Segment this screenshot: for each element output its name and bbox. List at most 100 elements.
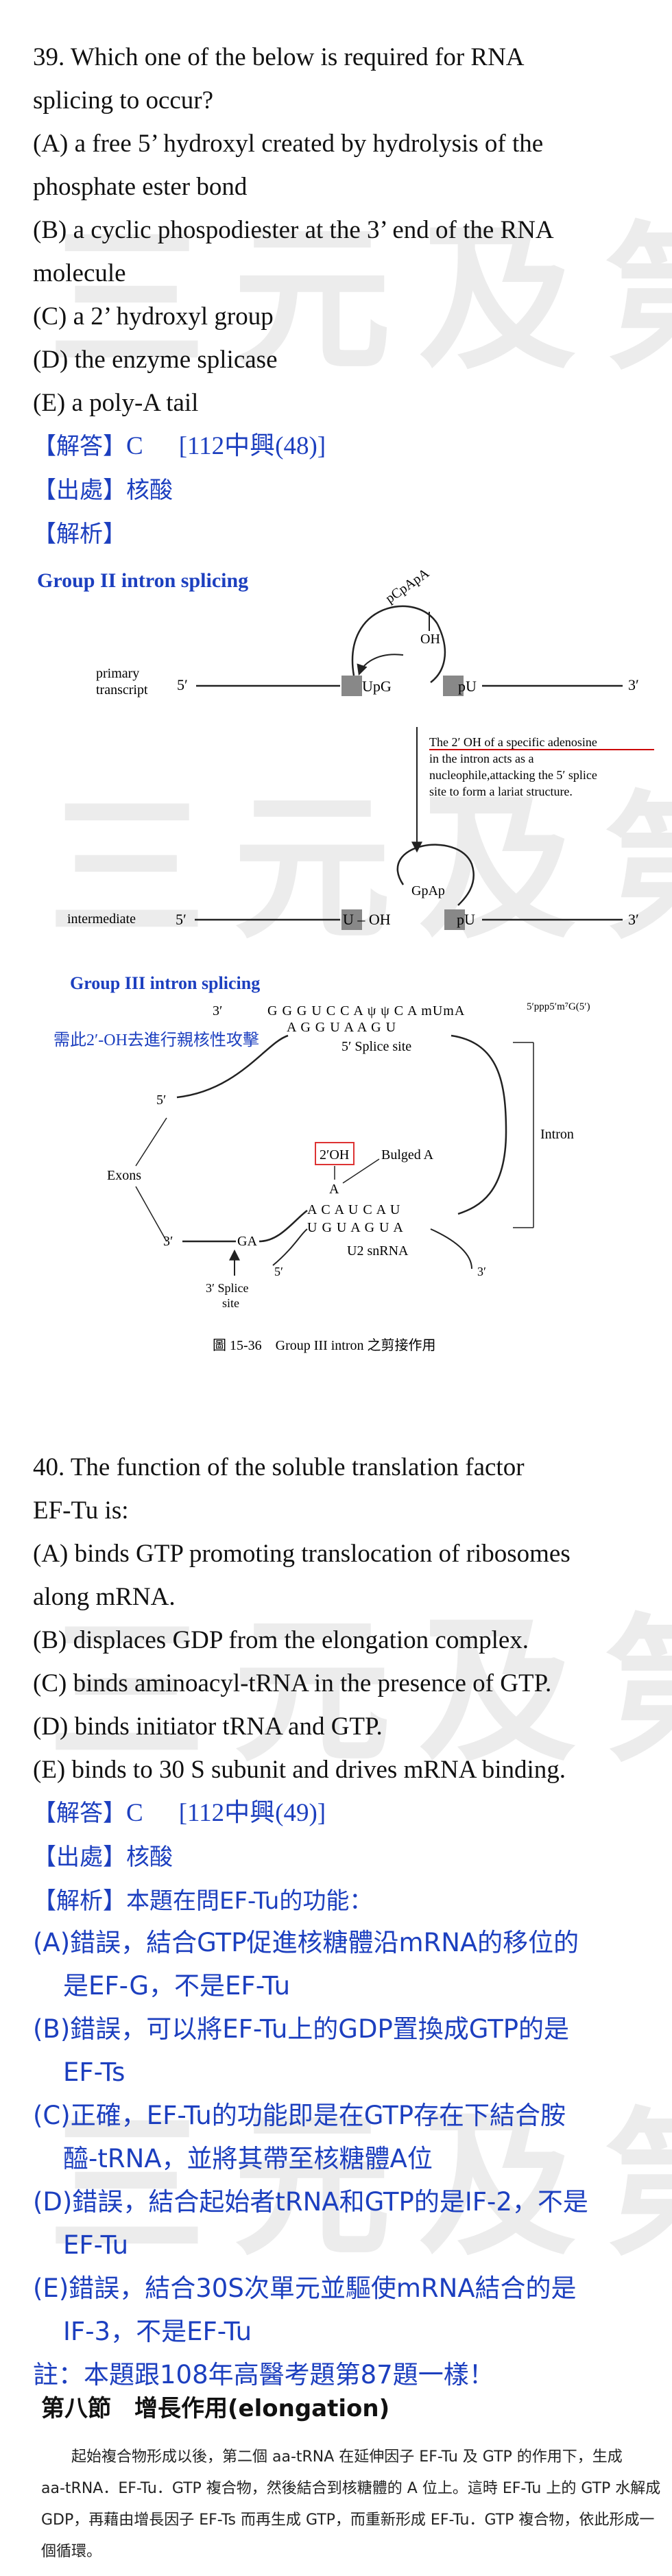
pu-label: pU: [458, 678, 477, 695]
figure-caption: 圖 15-36 Group III intron 之剪接作用: [213, 1337, 436, 1353]
acau-sequence: A C A U C A U: [307, 1202, 400, 1217]
group3-title: Group III intron splicing: [70, 973, 260, 993]
para-line: 起始複合物形成以後，第二個 aa-tRNA 在延伸因子 EF-Tu 及 GTP …: [41, 2448, 623, 2466]
primary-label: primary: [96, 666, 139, 681]
exons-label: Exons: [107, 1168, 141, 1183]
explain-line: IF-3，不是EF-Tu: [63, 2317, 252, 2346]
explain-intro: 本題在問EF-Tu的功能：: [126, 1887, 373, 1915]
explanation-40: (A)錯誤，結合GTP促進核糖體沿mRNA的移位的 是EF-G，不是EF-Tu …: [33, 1921, 664, 2396]
question-line: along mRNA.: [33, 1583, 176, 1611]
intron-splicing-figure: Group II intron splicing primary transcr…: [37, 565, 654, 1353]
question-line: (C) binds aminoacyl-tRNA in the presence…: [33, 1669, 552, 1697]
explain-line: (C)正確，EF-Tu的功能即是在GTP存在下結合胺: [33, 2101, 566, 2130]
answer-source: [112中興(48)]: [178, 432, 326, 460]
explain-note: 註：本題跟108年高醫考題第87題一樣！: [33, 2360, 494, 2389]
three-prime-label: 3′: [213, 1003, 222, 1018]
question-line: (A) binds GTP promoting translocation of…: [33, 1540, 571, 1568]
five-prime-label: 5′: [177, 676, 188, 693]
watermark: 三元及第: [48, 2095, 672, 2278]
explain-line: (D)錯誤，結合起始者tRNA和GTP的是IF-2，不是: [33, 2187, 588, 2217]
pair-sequence: A G G U A A G U: [287, 1020, 396, 1035]
explain-label: 【解析】: [33, 1887, 126, 1915]
intermediate-label: intermediate: [67, 911, 136, 927]
answer-label: 【解答】: [33, 1800, 126, 1827]
three-splice-label: 3′ Splice: [206, 1281, 248, 1295]
question-line: 40. The function of the soluble translat…: [33, 1453, 525, 1481]
pu-label: pU: [457, 911, 475, 928]
question-line: phosphate ester bond: [33, 173, 248, 201]
five-prime-label: 5′: [176, 911, 187, 928]
answer-source: [112中興(49)]: [178, 1799, 326, 1827]
note-line: The 2′ OH of a specific adenosine: [429, 735, 597, 749]
note-line: in the intron acts as a: [429, 752, 533, 765]
para-line: aa-tRNA．EF-Tu．GTP 複合物，然後結合到核糖體的 A 位上。這時 …: [41, 2480, 661, 2497]
gpap-label: GpAp: [411, 883, 445, 898]
question-line: splicing to occur?: [33, 86, 214, 115]
answer-value: C: [126, 1799, 143, 1827]
question-line: (C) a 2’ hydroxyl group: [33, 302, 274, 331]
note-line: site to form a lariat structure.: [429, 785, 573, 798]
cap-label: 5′ppp5′m⁷G(5′): [527, 1001, 590, 1012]
explain-line: (E)錯誤，結合30S次單元並驅使mRNA結合的是: [33, 2274, 577, 2303]
u1-sequence: G G G U C C A ψ ψ C A mUmA: [267, 1003, 465, 1018]
intron-label: Intron: [540, 1127, 574, 1142]
explain-line: EF-Ts: [63, 2058, 125, 2087]
question-line: (D) the enzyme splicase: [33, 346, 278, 374]
question-39: 39. Which one of the below is required f…: [33, 36, 650, 425]
explain-line: 醯-tRNA，並將其帶至核糖體A位: [63, 2144, 433, 2173]
u2-label: U2 snRNA: [347, 1243, 409, 1259]
explain-line: 是EF-G，不是EF-Tu: [63, 1971, 291, 2001]
answer-block-39: 【解答】C [112中興(48)] 【出處】核酸 【解析】: [33, 425, 326, 556]
question-line: (E) a poly-A tail: [33, 389, 199, 417]
annotation: 需此2′-OH去進行親核性攻擊: [53, 1031, 259, 1049]
question-40: 40. The function of the soluble translat…: [33, 1446, 650, 1791]
source-value: 核酸: [126, 1844, 173, 1871]
bulged-a-label: Bulged A: [381, 1147, 434, 1162]
cpapa-label: pCpApA: [383, 565, 432, 606]
question-line: (E) binds to 30 S subunit and drives mRN…: [33, 1756, 566, 1784]
uguag-sequence: U G U A G U A: [307, 1220, 404, 1235]
source-label: 【出處】: [33, 477, 126, 504]
watermark: 三元及第: [48, 1601, 672, 1784]
question-line: 39. Which one of the below is required f…: [33, 43, 525, 71]
three-prime-label: 3′: [477, 1265, 486, 1278]
question-line: (A) a free 5’ hydroxyl created by hydrol…: [33, 130, 544, 158]
para-line: 個循環。: [41, 2543, 102, 2560]
two-oh-label: 2′OH: [320, 1147, 349, 1162]
question-line: EF-Tu is:: [33, 1496, 129, 1525]
question-line: molecule: [33, 259, 126, 287]
section-title: 第八節 增長作用(elongation): [41, 2395, 390, 2422]
five-prime-label: 5′: [274, 1265, 283, 1278]
watermark: 三元及第: [48, 778, 672, 961]
three-prime-label: 3′: [628, 911, 639, 928]
five-prime-label: 5′: [156, 1093, 166, 1108]
answer-value: C: [126, 432, 143, 460]
five-splice-label: 5′ Splice site: [341, 1039, 411, 1054]
answer-label: 【解答】: [33, 433, 126, 460]
primary-label: transcript: [96, 682, 148, 697]
watermark: 三元及第: [48, 208, 672, 392]
question-line: (B) a cyclic phospodiester at the 3’ end…: [33, 216, 554, 244]
explain-label: 【解析】: [33, 521, 126, 548]
source-value: 核酸: [126, 477, 173, 504]
answer-block-40: 【解答】C [112中興(49)] 【出處】核酸 【解析】本題在問EF-Tu的功能…: [33, 1791, 372, 1923]
explain-line: (B)錯誤，可以將EF-Tu上的GDP置換成GTP的是: [33, 2014, 570, 2044]
question-line: (D) binds initiator tRNA and GTP.: [33, 1713, 383, 1741]
section-paragraph: 起始複合物形成以後，第二個 aa-tRNA 在延伸因子 EF-Tu 及 GTP …: [41, 2442, 661, 2568]
three-splice-label: site: [222, 1296, 239, 1310]
branch-a: A: [329, 1182, 339, 1197]
oh-label: OH: [420, 632, 440, 647]
explain-line: EF-Tu: [63, 2230, 129, 2260]
source-label: 【出處】: [33, 1844, 126, 1871]
u-oh-label: U – OH: [343, 911, 391, 928]
group2-title: Group II intron splicing: [37, 569, 248, 592]
para-line: GDP，再藉由增長因子 EF-Ts 而再生成 GTP，而重新形成 EF-Tu．G…: [41, 2512, 655, 2529]
three-prime-label: 3′: [628, 676, 639, 693]
question-line: (B) displaces GDP from the elongation co…: [33, 1626, 529, 1654]
note-line: nucleophile,attacking the 5′ splice: [429, 768, 597, 782]
three-prime-label: 3′: [163, 1234, 173, 1249]
ga-label: GA: [237, 1234, 257, 1249]
upg-label: UpG: [362, 678, 392, 695]
explain-line: (A)錯誤，結合GTP促進核糖體沿mRNA的移位的: [33, 1928, 579, 1957]
